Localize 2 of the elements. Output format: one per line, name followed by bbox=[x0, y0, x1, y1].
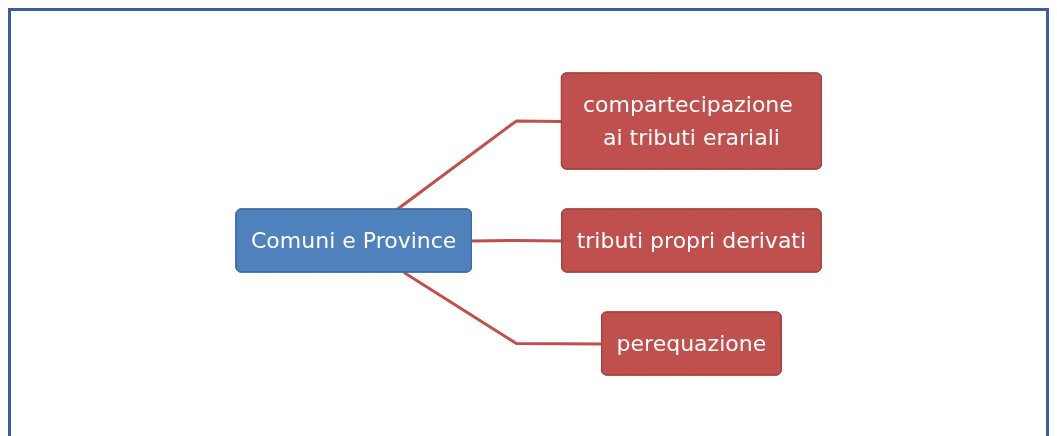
connector bbox=[471, 238, 562, 242]
connector bbox=[402, 270, 602, 345]
